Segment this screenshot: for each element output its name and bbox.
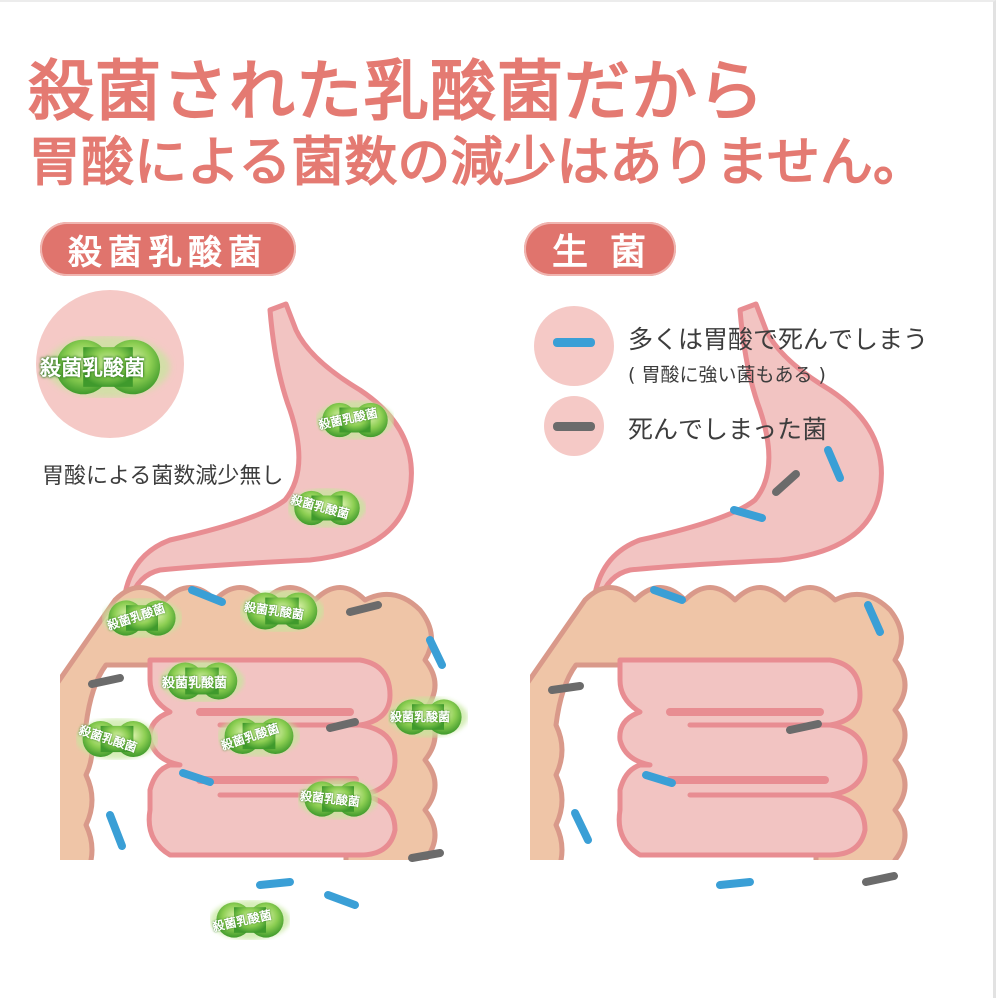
legend-sterilized-label: 殺菌乳酸菌 bbox=[40, 356, 145, 380]
headline-line-1: 殺菌された乳酸菌だから bbox=[28, 53, 765, 130]
headline-line-2: 胃酸による菌数の減少はありません。 bbox=[28, 132, 926, 193]
blob-label: 殺菌乳酸菌 bbox=[390, 710, 451, 724]
legend-live-subtext: ( 胃酸に強い菌もある ) bbox=[628, 364, 826, 386]
blob-label: 殺菌乳酸菌 bbox=[162, 676, 228, 691]
legend-live-text: 多くは胃酸で死んでしまう bbox=[628, 325, 929, 354]
note-no-reduction: 胃酸による菌数減少無し bbox=[42, 464, 284, 489]
badge-sterilized-lactic-acid-bacteria: 殺菌乳酸菌 bbox=[40, 222, 296, 276]
legend-dead-text: 死んでしまった菌 bbox=[628, 415, 828, 444]
badge-live-bacteria: 生菌 bbox=[524, 222, 676, 276]
